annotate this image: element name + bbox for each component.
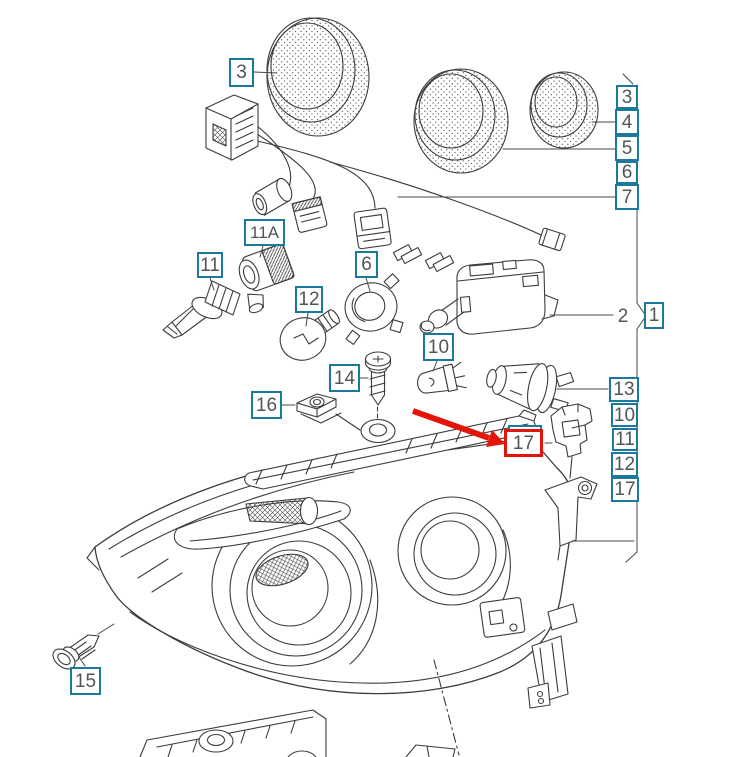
harness-socket [252,177,293,216]
bracket-17 [550,403,593,479]
harness-connector-b [353,207,392,250]
secondary-reflector [397,496,511,621]
callout-col-7[interactable]: 7 [615,184,639,210]
callout-bulb-11[interactable]: 11 [197,252,223,278]
wiring-harness [205,94,566,252]
highlight-arrow [412,408,505,447]
callout-screw-14[interactable]: 14 [329,364,360,392]
retaining-clip-b [424,252,455,273]
callout-col-10[interactable]: 10 [611,403,638,427]
highbeam-tube [245,496,319,526]
callout-clip-16[interactable]: 16 [251,391,282,419]
headlight-assembly [86,409,598,756]
callout-col-6[interactable]: 6 [616,161,638,184]
clip-16 [296,393,342,424]
callout-col-12[interactable]: 12 [611,452,638,477]
callout-col-13[interactable]: 13 [609,377,639,402]
callout-col-11[interactable]: 11 [612,428,638,451]
lens-cap-medium [413,68,509,174]
bulb-11 [162,280,241,339]
bulb-13 [486,363,575,414]
bulb-holder-6 [344,273,404,346]
callout-col-17[interactable]: 17 [611,477,639,502]
side-mount-upper [544,476,598,561]
callout-col-3[interactable]: 3 [616,85,638,109]
callout-motor-2: 2 [617,305,629,327]
screw-14 [364,351,392,424]
callout-socket-11a[interactable]: 11A [244,219,285,246]
lens-cap-large [266,17,370,137]
callout-bulb-10[interactable]: 10 [423,333,454,361]
callout-bulb-12[interactable]: 12 [295,286,323,313]
callout-col-4[interactable]: 4 [615,109,639,135]
bulb-socket-11a [238,243,295,314]
bulb-10 [417,361,467,394]
leader-lines [78,71,635,667]
harness-connector-c [538,227,566,252]
leveling-motor-2 [419,259,559,335]
retaining-clip-a [392,244,423,265]
side-mount-lower [479,597,578,709]
callout-col-5[interactable]: 5 [615,135,639,161]
lens-cap-small [529,71,599,149]
callout-holder-6[interactable]: 6 [355,251,378,278]
callout-17-highlighted[interactable]: 17 [504,429,543,457]
screw-15 [52,634,100,670]
harness-connector-a [291,196,328,233]
lower-mounting-rail [139,709,327,757]
bulb-12 [279,309,340,361]
projector-lens [211,505,379,667]
bottom-edge-parts [287,744,456,757]
callout-assembly-1[interactable]: 1 [644,302,664,329]
callout-lens-large[interactable]: 3 [229,58,254,87]
callout-screw-15[interactable]: 15 [70,667,101,695]
